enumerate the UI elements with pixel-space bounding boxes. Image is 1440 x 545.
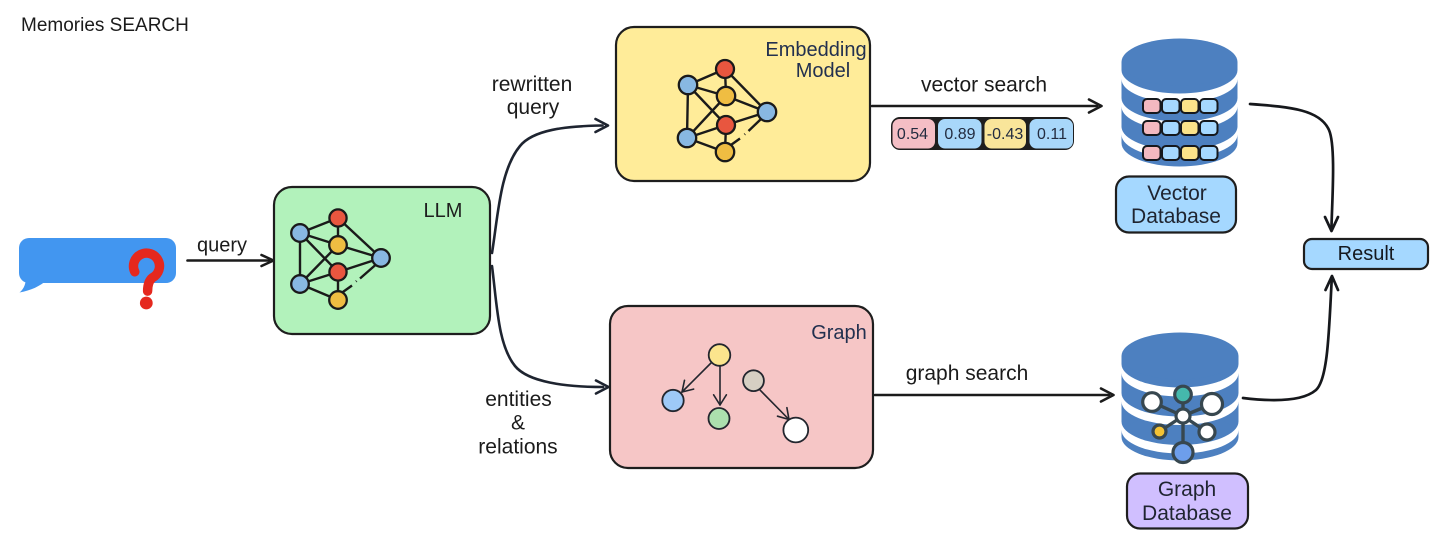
svg-text:Database: Database [1131, 205, 1221, 228]
svg-text:Graph: Graph [811, 322, 867, 344]
svg-text:relations: relations [478, 436, 557, 459]
svg-text:rewritten: rewritten [492, 73, 573, 96]
svg-text:-0.43: -0.43 [987, 126, 1024, 143]
svg-text:graph search: graph search [906, 362, 1029, 385]
svg-text:Model: Model [796, 60, 850, 82]
svg-text:0.54: 0.54 [897, 126, 928, 143]
svg-text:Memories SEARCH: Memories SEARCH [21, 15, 189, 36]
svg-text:query: query [197, 235, 247, 257]
svg-text:Embedding: Embedding [765, 39, 866, 61]
svg-text:Database: Database [1142, 502, 1232, 525]
svg-text:Result: Result [1338, 243, 1395, 265]
svg-text:query: query [507, 96, 560, 119]
svg-text:0.11: 0.11 [1037, 126, 1067, 143]
svg-text:entities: entities [485, 388, 552, 411]
svg-text:Graph: Graph [1158, 478, 1216, 501]
svg-text:Vector: Vector [1147, 182, 1207, 205]
svg-text:LLM: LLM [424, 200, 463, 222]
svg-text:vector search: vector search [921, 74, 1047, 97]
svg-text:0.89: 0.89 [944, 126, 975, 143]
svg-text:&: & [511, 412, 525, 435]
